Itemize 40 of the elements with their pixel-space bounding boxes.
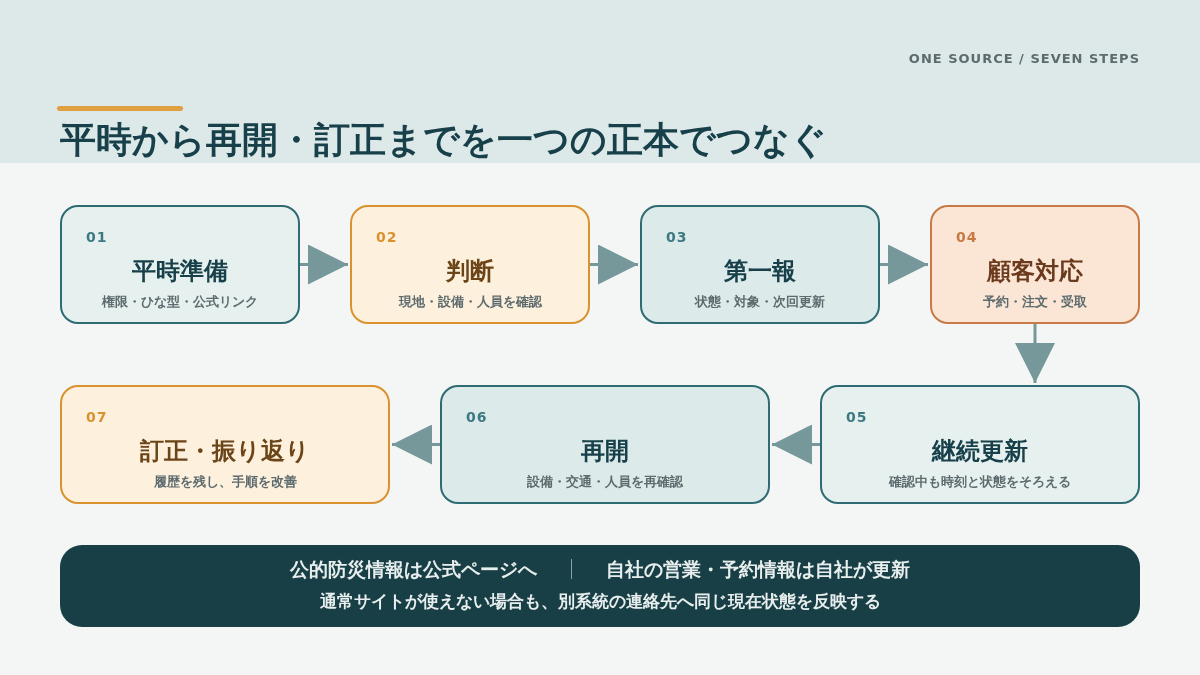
step-title: 再開	[581, 437, 629, 465]
arrow	[590, 244, 638, 285]
step-box	[350, 205, 590, 324]
step-number: 05	[846, 409, 868, 425]
step-title: 顧客対応	[987, 257, 1083, 285]
step-number: 02	[376, 229, 398, 245]
step-box	[930, 205, 1140, 324]
step-title: 第一報	[724, 257, 796, 285]
step-box	[440, 385, 770, 504]
step-title: 訂正・振り返り	[140, 437, 310, 465]
banner	[60, 545, 1140, 627]
arrow	[1015, 324, 1055, 383]
step-box	[60, 205, 300, 324]
step-number: 07	[86, 409, 108, 425]
step-description: 設備・交通・人員を再確認	[527, 474, 683, 489]
arrow	[300, 244, 348, 285]
step-box	[640, 205, 880, 324]
step-number: 01	[86, 229, 108, 245]
step-box	[60, 385, 390, 504]
step-number: 04	[956, 229, 978, 245]
step-number: 03	[666, 229, 688, 245]
arrow	[880, 244, 928, 285]
step-description: 状態・対象・次回更新	[695, 294, 825, 309]
step-title: 判断	[446, 257, 494, 285]
step-description: 権限・ひな型・公式リンク	[102, 294, 258, 309]
step-number: 06	[466, 409, 488, 425]
step-description: 履歴を残し、手順を改善	[153, 474, 297, 489]
title: 平時から再開・訂正までを一つの正本でつなぐ	[60, 117, 827, 162]
step-title: 継続更新	[932, 437, 1028, 465]
step-title: 平時準備	[132, 257, 228, 285]
arrow	[392, 424, 440, 465]
step-description: 確認中も時刻と状態をそろえる	[889, 474, 1071, 489]
arrow	[772, 424, 820, 465]
banner-text: 通常サイトが使えない場合も、別系統の連絡先へ同じ現在状態を反映する	[319, 591, 881, 611]
header-label: ONE SOURCE / SEVEN STEPS	[908, 51, 1140, 66]
banner-text: 自社の営業・予約情報は自社が更新	[606, 557, 910, 582]
banner-text: 公的防災情報は公式ページへ	[290, 557, 537, 582]
step-description: 現地・設備・人員を確認	[398, 294, 542, 309]
step-box	[820, 385, 1140, 504]
step-description: 予約・注文・受取	[983, 294, 1087, 309]
